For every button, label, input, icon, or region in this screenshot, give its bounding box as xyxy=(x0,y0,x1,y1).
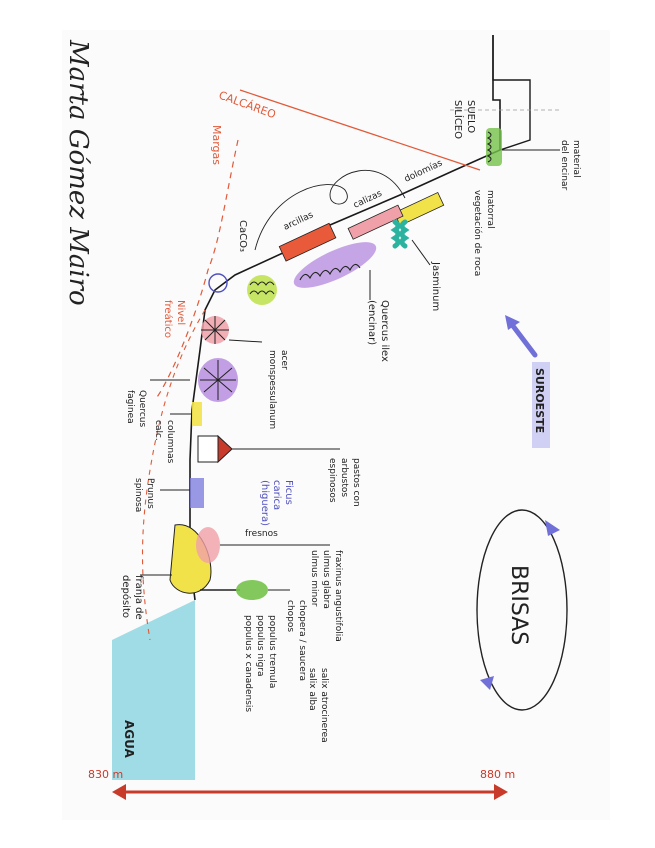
house xyxy=(198,436,218,462)
water-label: AGUA xyxy=(122,720,136,759)
quercus-ilex-label-2: (encinar) xyxy=(366,300,377,345)
salix-label-2: salix alba xyxy=(307,668,317,711)
populus-label-1: populus tremula xyxy=(267,615,277,688)
acer-label-1: acer xyxy=(279,350,289,370)
fraxinus-label-1: fraxinus angustifolia xyxy=(333,550,343,642)
suroeste-label: SUROESTE xyxy=(533,368,546,433)
ficus-label-1: Ficus xyxy=(283,480,294,505)
acer-label-2: monspessulanum xyxy=(267,350,277,429)
pastos-label-1: pastos con xyxy=(351,458,361,507)
franja-label-2: depósito xyxy=(120,575,132,618)
quercus-ilex-label-1: Quercus ilex xyxy=(379,300,390,362)
fresnos-patch xyxy=(196,527,220,563)
altitude-right-label: 880 m xyxy=(480,768,515,781)
chopera-label-2: chopos xyxy=(285,600,295,632)
margas-label: Margas xyxy=(210,125,223,165)
acer-bush-ink xyxy=(201,316,229,344)
quercus-faginea-label-2: faginea xyxy=(125,390,135,424)
fresnos-label: fresnos xyxy=(245,529,278,539)
quercus-faginea-label-1: Quercus xyxy=(137,390,147,427)
pastos-label-3: espinosos xyxy=(327,458,337,503)
chopo-crown xyxy=(236,580,268,600)
material-encinar-2: del encinar xyxy=(559,140,569,191)
author-signature: Marta Gómez Mairo xyxy=(63,39,93,306)
populus-label-3: populus x canadensis xyxy=(243,615,253,712)
encinar-material-patch xyxy=(486,128,502,166)
matorral-label-2: vegetación de roca xyxy=(472,190,483,276)
fraxinus-label-3: ulmus minor xyxy=(309,550,319,607)
franja-label-1: franja de xyxy=(133,575,144,620)
prunus-label-1: Prunus xyxy=(145,478,155,509)
ficus-label-2: carica xyxy=(271,480,282,510)
columnas-label-2: calc. xyxy=(153,420,163,441)
salix-label-1: salix atrocinerea xyxy=(319,668,329,743)
columnas-label-1: columnas xyxy=(165,420,175,464)
populus-label-2: populus nigra xyxy=(255,615,265,677)
columnas-patch xyxy=(192,402,202,426)
nivel-freatico-label-1: Nivel xyxy=(175,300,186,325)
ficus-label-3: (higuera) xyxy=(259,480,270,526)
matorral-label-1: matorral xyxy=(485,190,495,229)
siliceo-label: SILÍCEO xyxy=(452,100,465,139)
jasminum-shrub xyxy=(395,222,405,246)
prunus-label-2: spinosa xyxy=(133,478,143,512)
jasminum-label: Jasminum xyxy=(430,261,441,311)
brisas-label: BRISAS xyxy=(506,565,531,645)
material-encinar-1: material xyxy=(571,140,581,178)
nivel-freatico-label-2: freático xyxy=(162,300,174,338)
chopera-label-1: chopera / saucera xyxy=(297,600,307,681)
green-bush xyxy=(247,275,277,305)
prunus-patch xyxy=(190,478,204,508)
suelo-label: SUELO xyxy=(465,100,476,133)
altitude-left-label: 830 m xyxy=(88,768,123,781)
pastos-label-2: arbustos xyxy=(339,458,349,497)
caco3-label: CaCO₃ xyxy=(237,220,248,252)
fraxinus-label-2: ulmus glabra xyxy=(321,550,331,609)
